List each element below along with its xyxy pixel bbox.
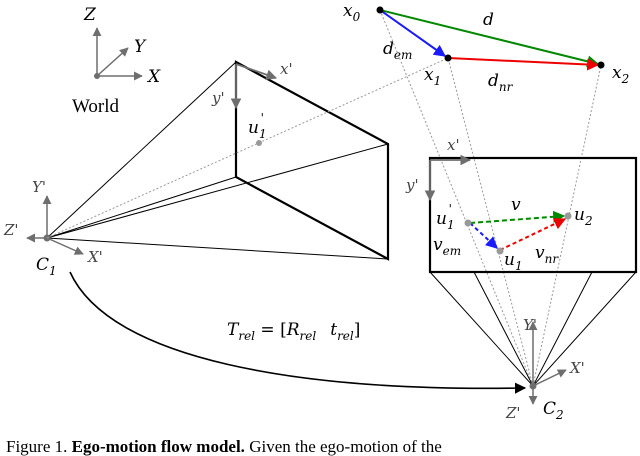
img2-x-label: x': [447, 136, 460, 154]
cam2-y-label: Y': [523, 316, 537, 334]
image-plane-2: [428, 156, 638, 274]
cam1-x-label: X': [87, 248, 103, 266]
cam2-z-label: Z': [505, 404, 521, 422]
x0-label: x0: [343, 1, 361, 24]
camera1-axes: Y' Z' X' C1: [3, 178, 103, 278]
figure-caption: Figure 1. Ego-motion flow model. Given t…: [6, 437, 442, 456]
flow-vnr: [499, 218, 567, 251]
dem-label: dem: [383, 39, 412, 62]
world-origin: [94, 73, 100, 79]
world-label: World: [72, 96, 120, 117]
u1-prime-label: u1': [248, 111, 267, 141]
frustum1-edge-bottom-left: [46, 176, 237, 239]
ray-c2-x2: [532, 64, 602, 387]
vector-d: [379, 9, 600, 68]
world-x-label: X: [146, 67, 161, 87]
flow-vem: [469, 222, 498, 249]
camera2-axes: Y' X' Z' C2: [505, 316, 585, 422]
frustum1-edge-top-right: [46, 143, 389, 239]
c1-label: C1: [36, 255, 57, 278]
camera2-frustum: x' y' v u2 u1' vem u1 vnr: [405, 136, 638, 387]
u1-label: u1: [504, 250, 523, 273]
frustum2-edge-left: [429, 271, 534, 387]
world-z-label: Z: [83, 5, 97, 25]
frustum2-edge-inner-left: [473, 271, 534, 387]
relative-transform-arrow: [69, 271, 527, 394]
scene-vectors: x0 d dem x1 dnr x2: [343, 1, 629, 94]
camera2-center: [529, 382, 537, 390]
world-axes: Z Y X World: [72, 5, 161, 117]
img1-y-label: y': [211, 89, 225, 107]
v-label: v: [511, 195, 521, 215]
ray-c1-x1: [46, 57, 449, 239]
frustum1-edge-top-left: [46, 61, 237, 239]
image-plane-1: [234, 60, 390, 261]
img1-x-label: x': [280, 60, 293, 78]
x2-point: [597, 61, 605, 69]
img1-x-axis: [235, 63, 278, 80]
vector-dem: [379, 9, 446, 57]
u2-label: u2: [574, 205, 593, 228]
frustum1-edge-bottom-right: [46, 237, 389, 260]
frustum2-edge-right: [532, 271, 637, 387]
frustum2-edge-inner-right: [532, 271, 593, 387]
flow-v: [469, 210, 566, 224]
c2-label: C2: [543, 399, 564, 422]
u1-prime-point-img2: [464, 219, 472, 227]
x2-label: x2: [612, 63, 629, 86]
cam2-x-axis: [532, 369, 567, 387]
cam1-z-label: Z': [3, 221, 19, 239]
u1-point: [496, 247, 504, 255]
cam1-x-axis: [46, 237, 84, 255]
x1-label: x1: [424, 65, 441, 88]
img2-y-label: y': [405, 176, 419, 194]
camera1-frustum: x' y' u1': [46, 60, 390, 261]
vector-dnr: [447, 57, 600, 71]
vnr-label: vnr: [535, 243, 559, 266]
dnr-label: dnr: [488, 71, 514, 94]
world-y-label: Y: [134, 37, 147, 57]
x0-point: [376, 6, 384, 14]
u2-point: [564, 212, 572, 220]
u1-prime-label-img2: u1': [436, 202, 455, 232]
x1-point: [444, 54, 452, 62]
cam1-y-label: Y': [32, 178, 46, 196]
cam2-x-label: X': [569, 359, 585, 377]
d-label: d: [483, 10, 494, 30]
vem-label: vem: [433, 235, 461, 258]
world-y-axis: [96, 47, 129, 77]
